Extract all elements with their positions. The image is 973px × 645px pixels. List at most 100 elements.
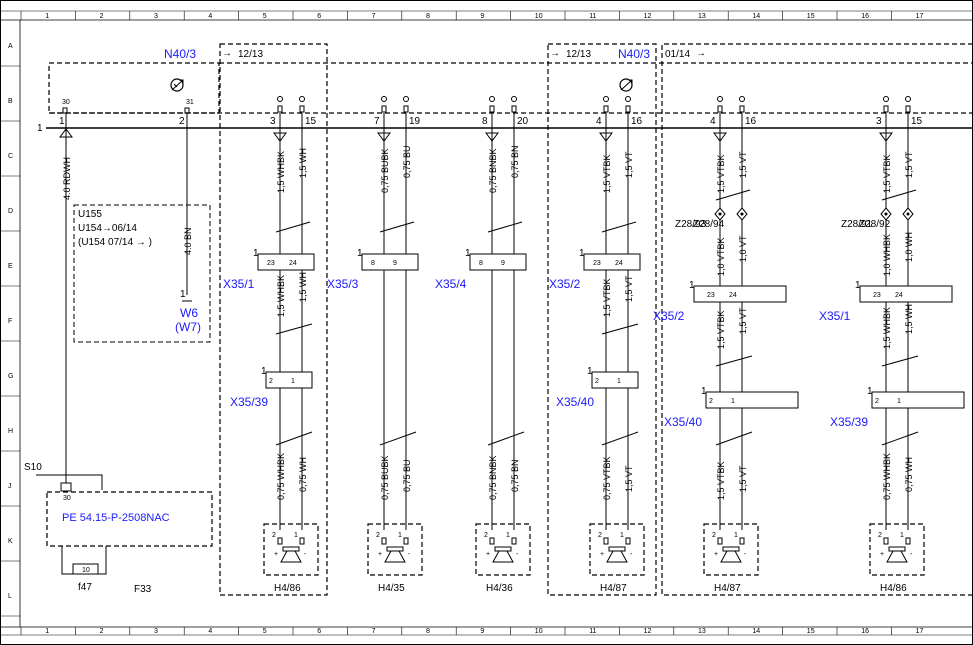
wire-label: 1,0 WHBK [882, 234, 892, 276]
grid-row-D: D [8, 208, 13, 215]
wire-label: 0,75 WH [904, 457, 914, 492]
wire-label: 1,5 WHBK [882, 307, 892, 349]
n40-3-label-right: N40/3 [618, 47, 650, 61]
connector-pin: 9 [501, 260, 505, 267]
grid-row-G: G [8, 373, 13, 380]
speaker-pin: 2 [484, 532, 488, 539]
connector-pin: 1 [897, 398, 901, 405]
wire-label: 0,75 BU [402, 145, 412, 178]
splice-Z28-93: Z28/93 [675, 219, 707, 230]
connector-X35-40 [705, 391, 799, 409]
grid-col-bottom-4: 4 [208, 628, 212, 635]
wire-label: 1,5 WH [298, 148, 308, 178]
grid-col-12: 12 [644, 13, 652, 20]
wire-label: 0,75 BNBK [488, 148, 498, 193]
splice-Z28-91: Z28/91 [841, 219, 873, 230]
connector-label-X35-1: X35/1 [223, 277, 255, 291]
grid-col-2: 2 [100, 13, 104, 20]
u155-label: U155 [78, 209, 102, 220]
connector-X35-3 [361, 253, 419, 271]
connector-pin-1: 1 [465, 248, 471, 259]
speaker-label-H4-86: H4/86 [274, 583, 301, 594]
wire-label: 1,5 VT [904, 151, 914, 178]
connector-label-X35-40: X35/40 [664, 415, 702, 429]
grid-col-3: 3 [154, 13, 158, 20]
connector-label-X35-3: X35/3 [327, 277, 359, 291]
connector-X35-39 [265, 371, 313, 389]
ref-arrow-mid: → [550, 48, 560, 59]
grid-col-7: 7 [372, 13, 376, 20]
module-pin: 7 [374, 116, 380, 127]
connector-pin: 24 [615, 260, 623, 267]
wire-label: 0,75 WH [298, 457, 308, 492]
connector-pin: 24 [729, 292, 737, 299]
speaker-icon [494, 546, 512, 552]
grid-col-bottom-16: 16 [861, 628, 869, 635]
connector-pin-1: 1 [689, 280, 695, 291]
grid-col-11: 11 [589, 13, 596, 20]
grid-col-bottom-14: 14 [752, 628, 760, 635]
wire-label: 1,5 VT [624, 151, 634, 178]
grid-row-H: H [8, 428, 13, 435]
grid-col-bottom-1: 1 [45, 628, 49, 635]
u154-a-label: U154→06/14 [78, 223, 137, 234]
speaker-label-H4-87: H4/87 [714, 583, 741, 594]
grid-col-4: 4 [208, 13, 212, 20]
wire-label: 1,5 VTBK [716, 310, 726, 349]
svg-text:-: - [408, 551, 411, 558]
grid-col-bottom-9: 9 [480, 628, 484, 635]
wire-label: 0,75 BNBK [488, 455, 498, 500]
wire-label: 0,75 BUBK [380, 455, 390, 500]
speaker-pin: 1 [620, 532, 624, 539]
dashed-section-col11 [547, 43, 657, 596]
pe-reference-link[interactable]: PE 54.15-P-2508NAC [62, 512, 170, 524]
module-pin: 3 [270, 116, 276, 127]
speaker-box [475, 523, 531, 576]
ref-12-13-a: 12/13 [238, 49, 263, 60]
grid-row-A: A [8, 43, 13, 50]
connector-pin: 1 [291, 378, 295, 385]
speaker-label-H4-35: H4/35 [378, 583, 405, 594]
grid-col-bottom-11: 11 [589, 628, 596, 635]
module-pin: 4 [710, 116, 716, 127]
dashed-section-col5 [219, 43, 328, 596]
svg-text:-: - [630, 551, 633, 558]
grid-col-bottom-15: 15 [807, 628, 815, 635]
svg-text:+: + [486, 551, 490, 558]
speaker-pin: 1 [398, 532, 402, 539]
wire-label: 1,5 VTBK [716, 461, 726, 500]
wire-label: 1,0 WH [904, 232, 914, 262]
grid-col-6: 6 [317, 13, 321, 20]
grid-row-E: E [8, 263, 13, 270]
connector-label-X35-4: X35/4 [435, 277, 467, 291]
speaker-box [589, 523, 645, 576]
speaker-label-H4-86: H4/86 [880, 583, 907, 594]
grid-col-10: 10 [535, 13, 543, 20]
connector-pin: 8 [371, 260, 375, 267]
connector-pin-1: 1 [357, 248, 363, 259]
wire-label: 1,5 VTBK [716, 154, 726, 193]
grid-col-bottom-5: 5 [263, 628, 267, 635]
svg-text:+: + [600, 551, 604, 558]
grid-col-13: 13 [698, 13, 706, 20]
pin-30-top: 30 [62, 99, 70, 106]
dashed-section-right [661, 43, 973, 596]
ref-01-14: 01/14 [665, 49, 690, 60]
connector-pin: 2 [269, 378, 273, 385]
ref-arrow-left: → [222, 48, 232, 59]
connector-pin: 24 [289, 260, 297, 267]
grid-col-bottom-3: 3 [154, 628, 158, 635]
w6-pin: 1 [180, 289, 186, 300]
module-pin: 4 [596, 116, 602, 127]
connector-pin: 2 [709, 398, 713, 405]
wire-label: 1,5 VT [738, 465, 748, 492]
grid-row-K: K [8, 538, 13, 545]
grid-row-B: B [8, 98, 13, 105]
